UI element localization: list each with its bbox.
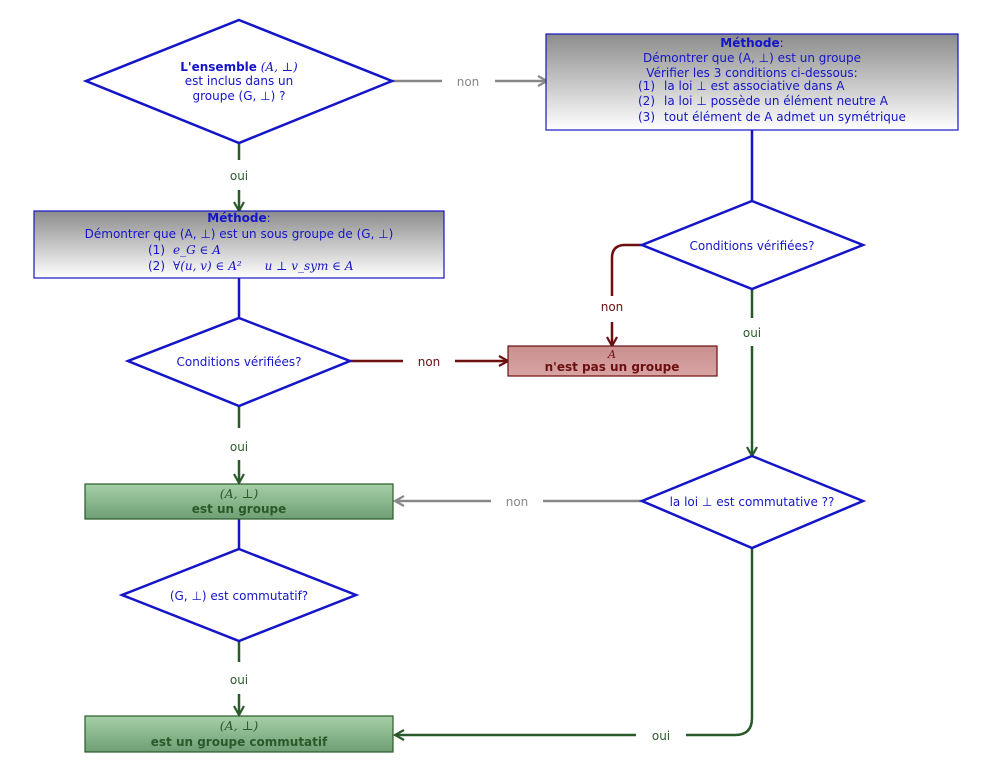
method2-item1-text: e_G ∈ A xyxy=(173,243,221,257)
method-box-group: Méthode: Démontrer que (A, ⊥) est un gro… xyxy=(545,33,959,131)
commut-q-text: la loi ⊥ est commutative ?? xyxy=(670,495,835,509)
method2-item2-num: (2) xyxy=(148,259,165,273)
method1-item3-num: (3) xyxy=(638,110,655,124)
method1-item2-text: la loi ⊥ possède un élément neutre A xyxy=(664,94,889,108)
label-oui-1: oui xyxy=(230,169,248,183)
decision-commutative: la loi ⊥ est commutative ?? xyxy=(638,454,867,550)
g-commut-text: (G, ⊥) est commutatif? xyxy=(170,589,308,603)
commut-group-line2: est un groupe commutatif xyxy=(151,735,328,749)
q1-line1-bold: L'ensemble xyxy=(180,60,257,74)
method1-item1-text: la loi ⊥ est associative dans A xyxy=(664,79,845,93)
label-oui-bottom: oui xyxy=(230,673,248,687)
not-group-line1: A xyxy=(607,348,616,361)
label-oui-left: oui xyxy=(230,440,248,454)
q1-line3: groupe (G, ⊥) ? xyxy=(193,89,286,103)
edge-condright-non xyxy=(610,243,642,296)
cond-right-text: Conditions vérifiées? xyxy=(689,239,814,253)
label-non-top: non xyxy=(457,75,480,89)
is-group-line2: est un groupe xyxy=(192,502,286,516)
decision-conditions-right: Conditions vérifiées? xyxy=(638,199,867,291)
method2-line1: Démontrer que (A, ⊥) est un sous groupe … xyxy=(85,227,394,241)
method2-item1-num: (1) xyxy=(148,243,165,257)
edge-commutq-oui xyxy=(686,548,754,737)
decision-conditions-left: Conditions vérifiées? xyxy=(124,316,354,408)
method2-item2-text: ∀(u, v) ∈ A² u ⊥ v_sym ∈ A xyxy=(173,259,354,273)
decision-g-commutatif: (G, ⊥) est commutatif? xyxy=(118,547,360,643)
svg-text:L'ensemble (A, ⊥): L'ensemble (A, ⊥) xyxy=(180,60,298,74)
label-non-red-right: non xyxy=(601,300,624,314)
method1-item3-text: tout élément de A admet un symétrique xyxy=(664,110,906,124)
q1-line2: est inclus dans un xyxy=(185,74,294,88)
method-box-subgroup: Méthode: Démontrer que (A, ⊥) est un sou… xyxy=(33,210,445,279)
result-is-group: (A, ⊥) est un groupe xyxy=(84,483,394,520)
method2-title: Méthode xyxy=(207,211,266,225)
svg-text:Méthode:: Méthode: xyxy=(720,36,783,50)
method1-line1: Démontrer que (A, ⊥) est un groupe xyxy=(643,51,861,65)
method1-line2: Vérifier les 3 conditions ci-dessous: xyxy=(646,66,857,80)
q1-line1-math: (A, ⊥) xyxy=(261,60,298,74)
decision-ensemble-inclus: L'ensemble (A, ⊥) est inclus dans un gro… xyxy=(82,18,396,145)
label-oui-right: oui xyxy=(743,326,761,340)
result-not-group: A n'est pas un groupe xyxy=(507,345,718,377)
label-oui-final: oui xyxy=(652,729,670,743)
method1-item1-num: (1) xyxy=(638,79,655,93)
cond-left-text: Conditions vérifiées? xyxy=(176,355,301,369)
method1-item2-num: (2) xyxy=(638,94,655,108)
method1-title: Méthode xyxy=(720,36,779,50)
commut-group-line1: (A, ⊥) xyxy=(220,718,259,733)
label-non-red-left: non xyxy=(418,355,441,369)
svg-text:Méthode:: Méthode: xyxy=(207,211,270,225)
not-group-line2: n'est pas un groupe xyxy=(545,360,680,374)
result-commutative-group: (A, ⊥) est un groupe commutatif xyxy=(84,715,394,753)
is-group-line1: (A, ⊥) xyxy=(220,486,259,501)
label-non-gray: non xyxy=(506,495,529,509)
